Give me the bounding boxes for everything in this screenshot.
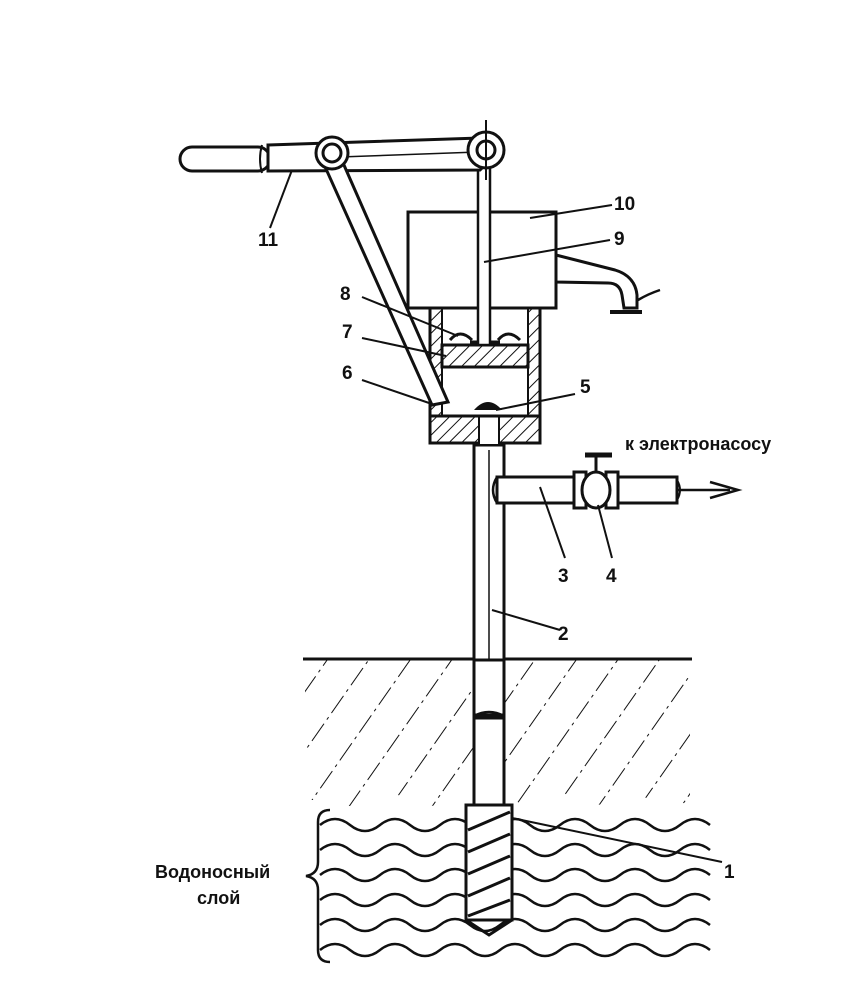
label-3: 3 [558,566,569,587]
label-8: 8 [340,284,351,305]
check-valve [474,402,502,410]
aquifer-brace [305,808,331,964]
leader-2 [491,609,561,631]
label-6: 6 [342,363,353,384]
gate-valve [572,452,620,510]
piston-rod [476,148,492,347]
lever-pivot [314,135,350,171]
leader-5 [495,393,576,411]
leader-3 [539,486,566,559]
label-2: 2 [558,624,569,645]
caption-to-pump: к электронасосу [625,434,771,454]
label-7: 7 [342,322,353,343]
pump-head [406,210,661,314]
piston [440,343,530,369]
label-1: 1 [724,862,735,883]
well-filter [464,803,514,937]
label-11: 11 [258,230,279,251]
cylinder-base [428,413,542,446]
caption-aquifer-line2: слой [197,888,240,908]
leader-9 [483,239,611,263]
leader-1 [511,817,723,863]
label-5: 5 [580,377,591,398]
leader-6 [361,379,433,405]
leader-8 [361,296,459,337]
side-pipe [491,475,743,505]
label-9: 9 [614,229,625,250]
rod-pivot [466,120,506,180]
leader-11 [269,169,293,229]
leader-7 [361,337,447,357]
label-4: 4 [606,566,617,587]
caption-aquifer-line1: Водоносный [155,862,270,882]
leader-4 [597,504,613,559]
label-10: 10 [614,194,635,215]
aquifer-waves [319,817,711,958]
leader-10 [529,204,613,219]
